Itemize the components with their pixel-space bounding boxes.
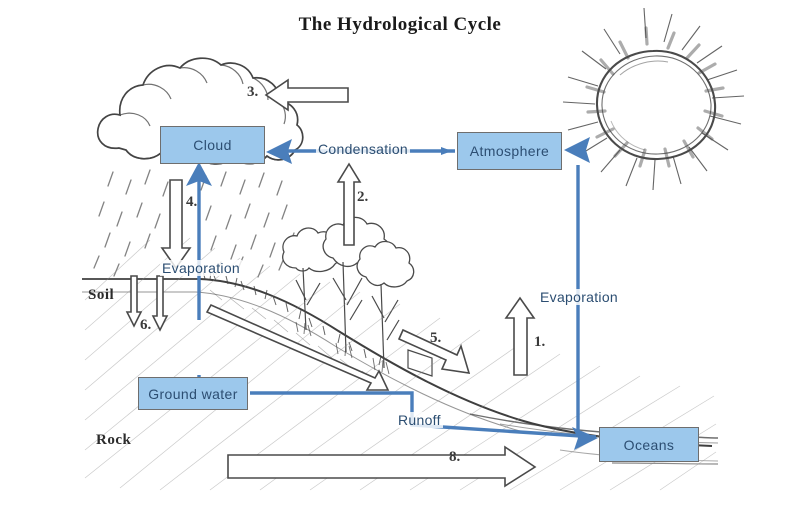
arrowhead-into-oceans <box>572 427 598 450</box>
arrow-step-6-b <box>151 275 169 332</box>
step-number-4: 4. <box>186 194 198 210</box>
label-evaporation-right: Evaporation <box>538 289 621 305</box>
node-ground-water-label: Ground water <box>148 385 238 402</box>
arrow-runoff-channel <box>205 303 390 391</box>
page-title: The Hydrological Cycle <box>298 14 502 35</box>
node-atmosphere[interactable]: Atmosphere <box>457 132 562 170</box>
arrow-step-4 <box>160 179 192 270</box>
arrow-step-5 <box>397 328 471 374</box>
node-ground-water[interactable]: Ground water <box>138 377 248 410</box>
label-condensation: Condensation <box>316 141 410 157</box>
step-number-6: 6. <box>140 317 152 333</box>
arrow-step-8 <box>227 445 537 488</box>
node-atmosphere-label: Atmosphere <box>469 143 550 159</box>
label-soil: Soil <box>88 287 115 303</box>
arrowhead-into-cloud-bottom <box>186 162 212 186</box>
arrow-step-6-a <box>125 275 143 328</box>
step-number-3: 3. <box>247 84 259 100</box>
rain-drawing <box>93 169 295 278</box>
trees-drawing <box>282 216 415 375</box>
arrowhead-condensation-tip <box>441 147 452 155</box>
connector-groundwater-runoff <box>250 391 597 439</box>
label-runoff: Runoff <box>396 412 443 428</box>
step-number-5: 5. <box>430 330 442 346</box>
arrowhead-into-atmosphere <box>564 137 590 163</box>
node-cloud[interactable]: Cloud <box>160 126 265 164</box>
flow-arrowheads <box>186 137 598 450</box>
node-oceans[interactable]: Oceans <box>599 427 699 462</box>
step-number-1: 1. <box>534 334 546 350</box>
step-number-2: 2. <box>357 189 369 205</box>
label-rock: Rock <box>96 432 132 448</box>
shed-drawing <box>407 349 433 377</box>
label-evaporation-left: Evaporation <box>160 260 243 276</box>
flow-connectors <box>197 149 597 439</box>
step-number-8: 8. <box>449 449 461 465</box>
arrow-step-3 <box>264 78 349 112</box>
node-oceans-label: Oceans <box>623 436 675 453</box>
arrow-step-2 <box>336 162 362 246</box>
arrow-step-1 <box>504 296 536 376</box>
arrowhead-into-cloud-right <box>266 139 292 164</box>
node-cloud-label: Cloud <box>193 137 232 153</box>
